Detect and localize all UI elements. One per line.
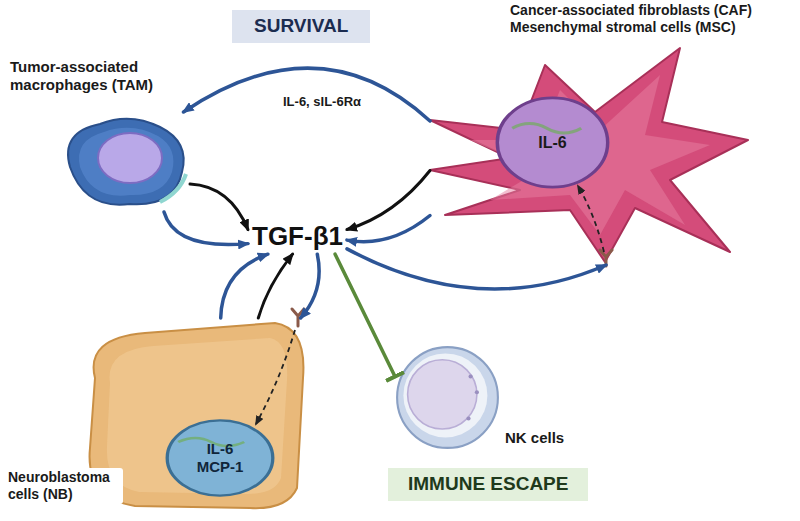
signal-arrow: [184, 68, 431, 121]
cytokine-label: TGF-β1: [248, 219, 347, 254]
neuroblastoma-cell: Neuroblastoma cells (NB)IL-6MCP-1: [75, 318, 310, 513]
signal-arrow: [301, 254, 320, 318]
cell-label: IMMUNE ESCAPE: [408, 473, 568, 496]
cell-label: IL-6: [207, 440, 234, 458]
nk-cell-shape: [395, 345, 500, 450]
signal-arrow: [164, 212, 248, 245]
signal-arrow: [221, 254, 268, 318]
immune-escape-band: IMMUNE ESCAPE: [388, 468, 588, 501]
macrophage-cell: Tumor-associated macrophages (TAM): [60, 112, 190, 212]
cell-label: Neuroblastoma cells (NB): [5, 468, 123, 504]
signal-arrow: [190, 184, 248, 230]
nucleus: IL-6: [495, 95, 610, 190]
signal-arrow: [258, 254, 292, 318]
signal-arrow: [256, 330, 295, 424]
cell-label: NK cells: [505, 429, 595, 447]
cell-label: IL-6: [538, 133, 566, 152]
cell-label: SURVIVAL: [254, 15, 348, 38]
cell-label: Cancer-associated fibroblasts (CAF): [510, 2, 795, 19]
signal-arrow: [347, 249, 606, 289]
inhibition-line: [335, 254, 395, 376]
signal-arrow: [347, 171, 430, 230]
fibroblast-cell: Cancer-associated fibroblasts (CAF)Mesen…: [430, 40, 750, 265]
cell-label: MCP-1: [197, 458, 244, 476]
title-band: SURVIVAL: [232, 10, 370, 43]
edge-label: IL-6, sIL-6Rα: [280, 94, 364, 109]
cell-label: TGF-β1: [252, 221, 343, 252]
cell-label: Mesenchymal stromal cells (MSC): [510, 19, 795, 36]
cell-label: Tumor-associated macrophages (TAM): [10, 58, 185, 94]
nk-cell: NK cells: [395, 345, 500, 450]
signal-arrow: [347, 216, 430, 242]
signal-arrow: [578, 186, 604, 252]
nucleus: IL-6MCP-1: [165, 418, 275, 498]
macrophage-shape: [60, 112, 190, 212]
